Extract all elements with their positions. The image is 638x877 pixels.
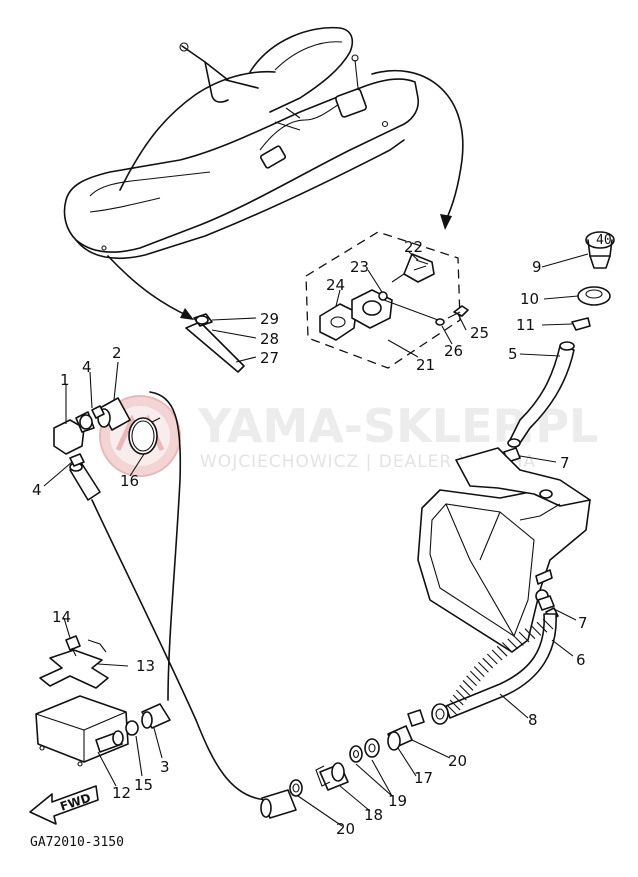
hose-rib: [455, 689, 467, 701]
hose-rib: [466, 675, 477, 687]
callout-4-upper: 4: [82, 358, 92, 376]
callout-6: 6: [576, 651, 586, 669]
svg-text:40: 40: [596, 233, 612, 248]
callout-17: 17: [414, 769, 433, 787]
hose-rib: [507, 638, 519, 650]
callout-26: 26: [444, 342, 463, 360]
connection-arrows: [107, 69, 464, 320]
pump-housing: [417, 447, 591, 653]
hose-rib: [491, 649, 503, 661]
cap-and-hose: 40: [503, 231, 615, 463]
hose-rib: [459, 684, 471, 696]
callout-1: 1: [60, 371, 70, 389]
hose-rib: [446, 704, 458, 716]
callout-11: 11: [516, 316, 535, 334]
forward-direction-icon: FWD: [29, 785, 99, 825]
hose-rib: [486, 653, 498, 665]
watermark-dealer: WOJCIECHOWICZ | DEALER YAMAHA: [200, 452, 536, 472]
callout-16: 16: [120, 472, 139, 490]
callout-3: 3: [160, 758, 170, 776]
hose-rib: [496, 645, 508, 657]
hose-rib: [473, 666, 485, 678]
callout-28: 28: [260, 330, 279, 348]
hose-rib: [512, 635, 524, 646]
hose-rib: [478, 661, 489, 673]
hose-rib: [452, 694, 464, 706]
callout-2: 2: [112, 344, 122, 362]
hose-rib: [501, 642, 513, 653]
callout-20-right: 20: [448, 752, 467, 770]
callout-13: 13: [136, 657, 155, 675]
mounting-bracket: [39, 635, 109, 689]
hose-rib: [469, 670, 481, 682]
diagram-code: GA72010-3150: [30, 835, 124, 850]
callout-27: 27: [260, 349, 279, 367]
forward-direction-label: FWD: [58, 791, 92, 814]
hose-rib: [518, 631, 530, 643]
callout-25: 25: [470, 324, 489, 342]
hose-rib: [524, 628, 536, 640]
leader-lines: [43, 250, 589, 827]
callout-4-lower: 4: [32, 481, 42, 499]
control-box: [35, 695, 171, 767]
hose-rib: [482, 657, 494, 669]
callout-21: 21: [416, 356, 435, 374]
callout-18: 18: [364, 806, 383, 824]
fittings: [289, 709, 425, 797]
callout-23: 23: [350, 258, 369, 276]
hose-rib: [449, 699, 461, 711]
callout-5: 5: [508, 345, 518, 363]
callout-29: 29: [260, 310, 279, 328]
callout-8: 8: [528, 711, 538, 729]
hose-loop: [91, 391, 297, 819]
callout-10: 10: [520, 290, 539, 308]
callout-7-lower: 7: [578, 614, 588, 632]
detail-box: [305, 231, 461, 369]
callout-20-left: 20: [336, 820, 355, 838]
hose-rib: [462, 680, 474, 691]
hose-rib: [542, 618, 554, 630]
callout-14: 14: [52, 608, 71, 626]
callout-9: 9: [532, 258, 542, 276]
callout-7-upper: 7: [560, 454, 570, 472]
top-left-components: [53, 397, 161, 501]
valve-assembly: [319, 253, 469, 341]
bracket-assembly: [185, 313, 245, 373]
hose-rib: [536, 621, 548, 633]
callout-12: 12: [112, 784, 131, 802]
watercraft-hull: [63, 26, 420, 260]
callout-22: 22: [404, 238, 423, 256]
hose-rib: [530, 625, 542, 636]
callout-19: 19: [388, 792, 407, 810]
callout-24: 24: [326, 276, 345, 294]
callout-labels: 9 10 11 5 7 7 6 8 20 17 19 18 20 29 28 2…: [32, 238, 588, 838]
callout-15: 15: [134, 776, 153, 794]
